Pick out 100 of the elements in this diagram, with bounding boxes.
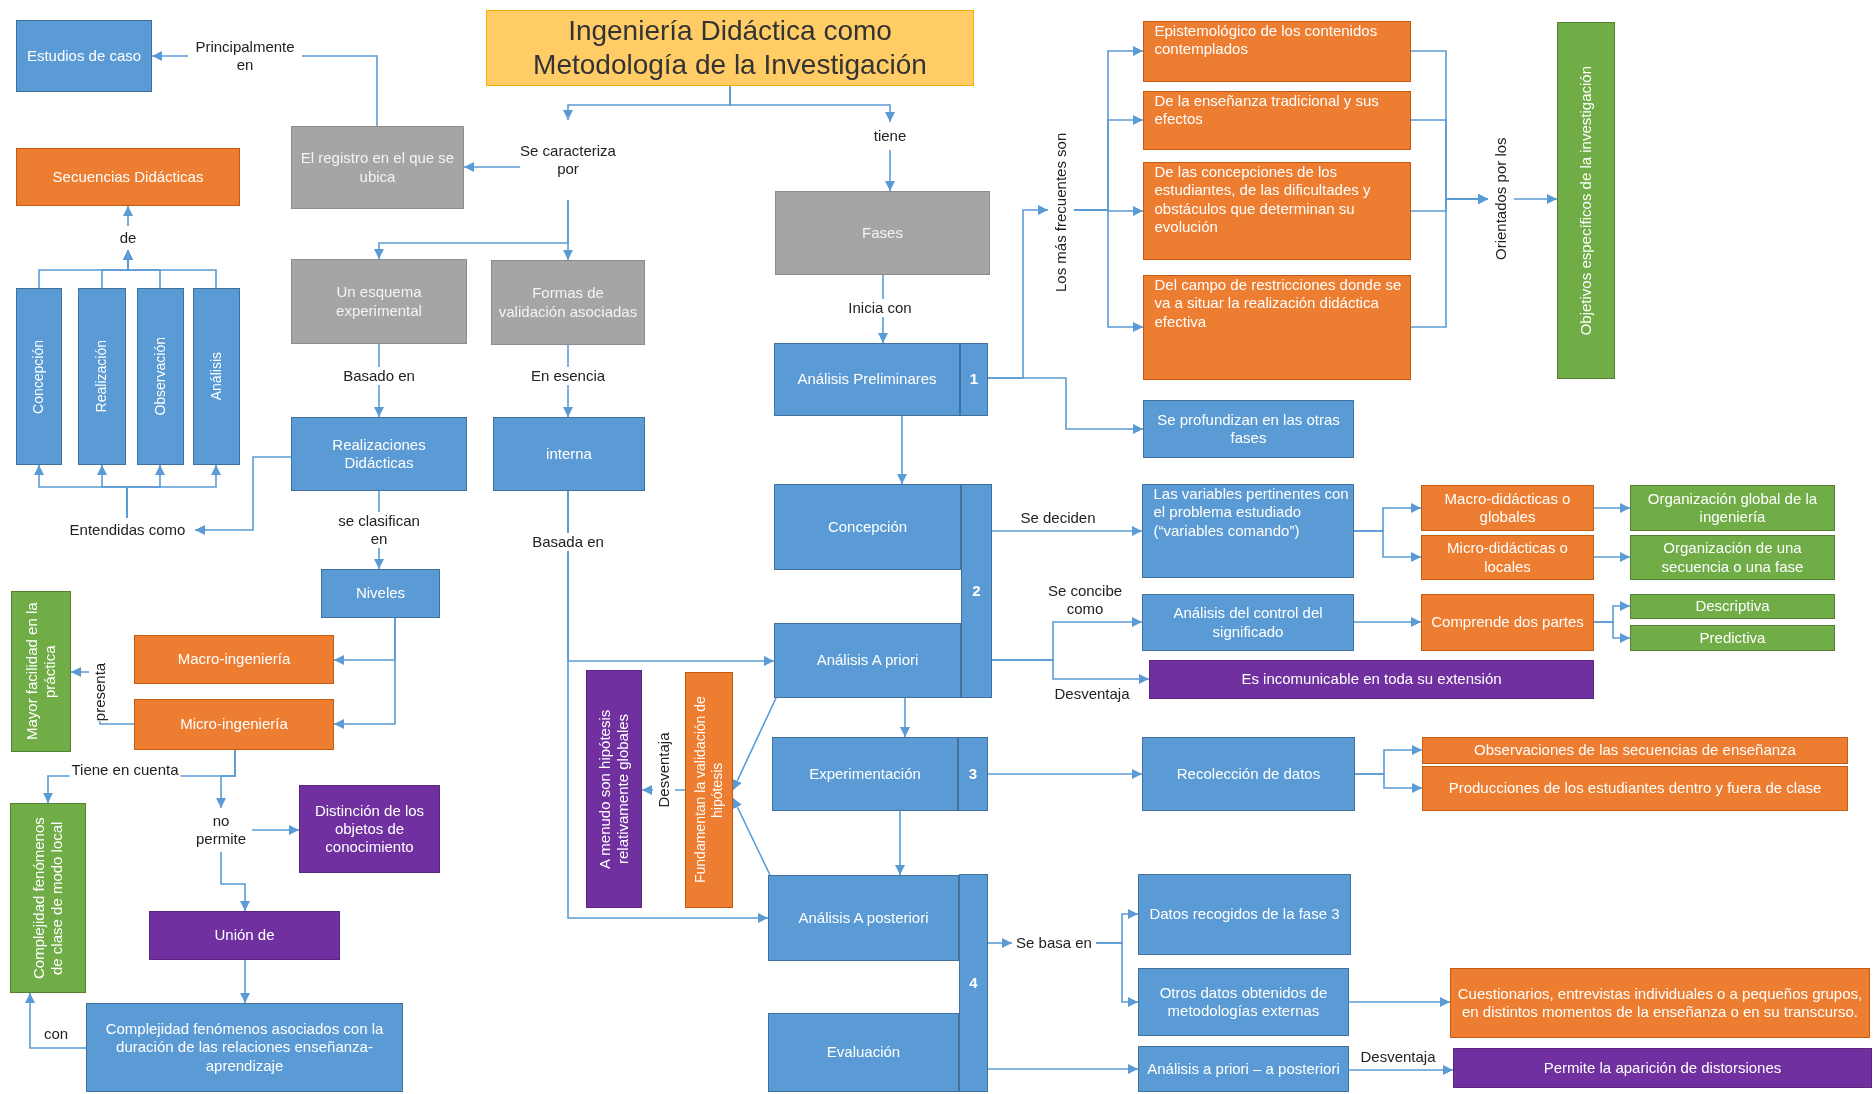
arrow xyxy=(216,749,236,809)
concept-box xyxy=(1142,484,1354,578)
arrow xyxy=(220,851,250,912)
category-box xyxy=(291,126,464,209)
box-label: interna xyxy=(546,444,592,464)
box-label: Cuestionarios, entrevistas individuales o a pequeños grupos, en distintos momentos de la enseñanza o en su transcurso. xyxy=(1457,984,1863,1022)
arrow xyxy=(240,959,250,1004)
linking-phrase: tiene xyxy=(862,122,918,150)
concept-box xyxy=(137,288,184,465)
result-box xyxy=(1630,625,1835,651)
concept-box xyxy=(16,288,62,465)
box-label: Objetivos específicos de la investigación xyxy=(1576,65,1595,336)
phase-number: 1 xyxy=(969,370,979,389)
phase-number-tab xyxy=(961,484,992,698)
box-label: Descriptiva xyxy=(1695,597,1770,616)
result-box xyxy=(11,591,71,752)
note-box xyxy=(1149,660,1594,699)
box-label: Organización global de la ingeniería xyxy=(1646,489,1819,527)
category-box xyxy=(491,260,645,345)
box-label: Estudios de caso xyxy=(26,46,142,66)
box-label: De la enseñanza tradicional y sus efectos xyxy=(1154,92,1380,129)
box-label: Es incomunicable en toda su extensión xyxy=(1241,670,1502,689)
arrow xyxy=(885,149,895,192)
box-label: Análisis a priori – a posteriori xyxy=(1147,1059,1340,1079)
box-label: Análisis Preliminares xyxy=(797,370,937,389)
note-box xyxy=(299,785,440,873)
phase-number-tab xyxy=(960,343,988,416)
linking-phrase: Se basa en xyxy=(1012,931,1096,955)
box-label: Se profundizan en las otras fases xyxy=(1156,410,1341,448)
arrow xyxy=(987,769,1143,779)
edge-label: Inicia con xyxy=(846,299,914,317)
concept-box xyxy=(1142,594,1354,651)
linking-phrase: no permite xyxy=(190,808,252,852)
category-box xyxy=(775,191,990,275)
concept-box xyxy=(1138,874,1351,955)
detail-box xyxy=(1143,275,1411,380)
box-label: Datos recogidos de la fase 3 xyxy=(1149,905,1340,924)
arrow xyxy=(897,415,907,485)
concept-box xyxy=(768,1013,959,1092)
arrow xyxy=(1348,997,1451,1007)
concept-box xyxy=(1138,1046,1349,1092)
box-label: Realizaciones Didácticas xyxy=(331,435,427,473)
box-label: Fases xyxy=(862,223,903,243)
result-box xyxy=(1630,535,1835,580)
box-label: Observaciones de las secuencias de enseñanza xyxy=(1474,741,1796,760)
box-label: Recolección de datos xyxy=(1176,764,1321,784)
title-box xyxy=(486,10,974,86)
box-label: Macro-ingeniería xyxy=(177,650,291,669)
note-box xyxy=(1453,1048,1872,1088)
detail-box xyxy=(1422,737,1848,764)
box-label: Macro-didácticas o globales xyxy=(1443,489,1572,527)
edge-label: Tiene en cuenta xyxy=(69,761,181,779)
result-box xyxy=(10,803,86,993)
box-label: Análisis A priori xyxy=(816,651,919,670)
concept-box xyxy=(774,623,961,698)
arrow xyxy=(732,797,771,876)
arrow xyxy=(987,377,1144,434)
box-label: Predictiva xyxy=(1699,628,1766,648)
arrow xyxy=(251,825,300,835)
linking-phrase: Se caracteriza por xyxy=(520,120,616,200)
arrow xyxy=(1348,1065,1454,1075)
concept-box xyxy=(1138,968,1349,1036)
concept-box xyxy=(16,20,152,92)
detail-box xyxy=(1421,535,1594,580)
box-label: Análisis xyxy=(207,352,225,401)
box-label: Micro-ingeniería xyxy=(180,715,288,734)
box-label: Concepción xyxy=(30,339,48,414)
concept-box xyxy=(78,288,126,465)
box-label: Experimentación xyxy=(809,764,921,784)
arrow xyxy=(123,205,133,227)
result-box xyxy=(1630,594,1835,619)
arrow xyxy=(123,249,217,289)
edge-label: presenta xyxy=(89,662,111,722)
box-label: Del campo de restricciones donde se va a situar la realización didáctica efectiva xyxy=(1154,276,1403,331)
box-label: Complejidad fenómenos de clase de modo local xyxy=(29,816,66,981)
arrow xyxy=(25,992,87,1049)
arrow xyxy=(567,490,769,923)
arrow xyxy=(194,456,292,535)
detail-box xyxy=(16,148,240,206)
box-label: Micro-didácticas o locales xyxy=(1446,539,1569,576)
arrow xyxy=(1353,530,1422,562)
concept-box xyxy=(772,737,958,811)
category-box xyxy=(291,259,467,344)
arrow xyxy=(732,697,777,791)
note-box xyxy=(149,911,340,960)
edge-label: Basado en xyxy=(341,367,417,385)
linking-phrase: Entendidas como xyxy=(60,518,195,542)
arrow xyxy=(126,464,221,519)
box-label: Epistemológico de los contenidos contemplados xyxy=(1154,22,1379,59)
detail-box xyxy=(1143,162,1411,260)
box-label: Observación xyxy=(151,337,169,416)
arrow xyxy=(729,85,895,123)
box-label: Secuencias Didácticas xyxy=(52,167,204,187)
detail-box xyxy=(1143,21,1411,82)
concept-box xyxy=(193,288,240,465)
phase-number: 4 xyxy=(969,973,978,993)
box-label: Realización xyxy=(93,340,111,413)
box-label: De las concepciones de los estudiantes, de las dificultades y obstáculos que determinan su evolución xyxy=(1154,163,1372,237)
arrow xyxy=(987,938,1013,948)
detail-box xyxy=(1422,766,1848,811)
